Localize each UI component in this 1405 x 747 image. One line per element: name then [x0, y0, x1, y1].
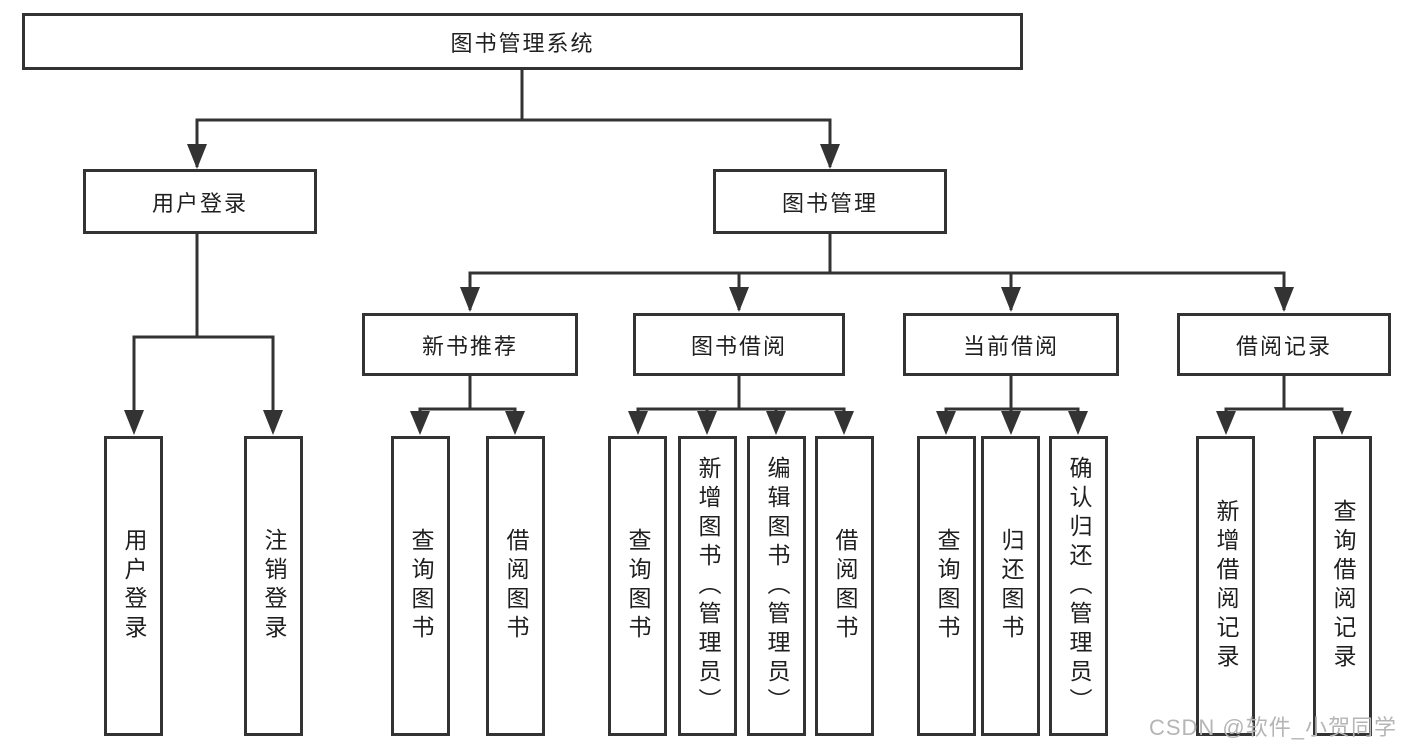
- leaf-query-books-borrow: 查询图书: [608, 436, 667, 736]
- node-root-library-system: 图书管理系统: [22, 13, 1023, 70]
- leaf-query-books-current: 查询图书: [917, 436, 976, 736]
- leaf-return-book: 归还图书: [981, 436, 1040, 736]
- leaf-query-borrow-record: 查询借阅记录: [1313, 436, 1372, 736]
- node-book-borrow: 图书借阅: [633, 313, 845, 376]
- node-borrow-records: 借阅记录: [1177, 313, 1391, 376]
- node-current-borrow: 当前借阅: [903, 313, 1119, 376]
- leaf-logout: 注销登录: [244, 436, 303, 736]
- leaf-borrow-books: 借阅图书: [815, 436, 874, 736]
- leaf-borrow-books-recommend: 借阅图书: [486, 436, 545, 736]
- node-user-login: 用户登录: [83, 169, 317, 234]
- leaf-query-books-recommend: 查询图书: [391, 436, 450, 736]
- leaf-add-book-admin: 新增图书（管理员）: [678, 436, 737, 736]
- node-book-management: 图书管理: [713, 169, 947, 234]
- leaf-add-borrow-record: 新增借阅记录: [1196, 436, 1255, 736]
- leaf-edit-book-admin: 编辑图书（管理员）: [747, 436, 806, 736]
- leaf-user-login: 用户登录: [104, 436, 163, 736]
- node-new-book-recommend: 新书推荐: [362, 313, 578, 376]
- leaf-confirm-return-admin: 确认归还（管理员）: [1049, 436, 1108, 736]
- csdn-watermark: CSDN @软件_小贺同学: [1148, 715, 1397, 740]
